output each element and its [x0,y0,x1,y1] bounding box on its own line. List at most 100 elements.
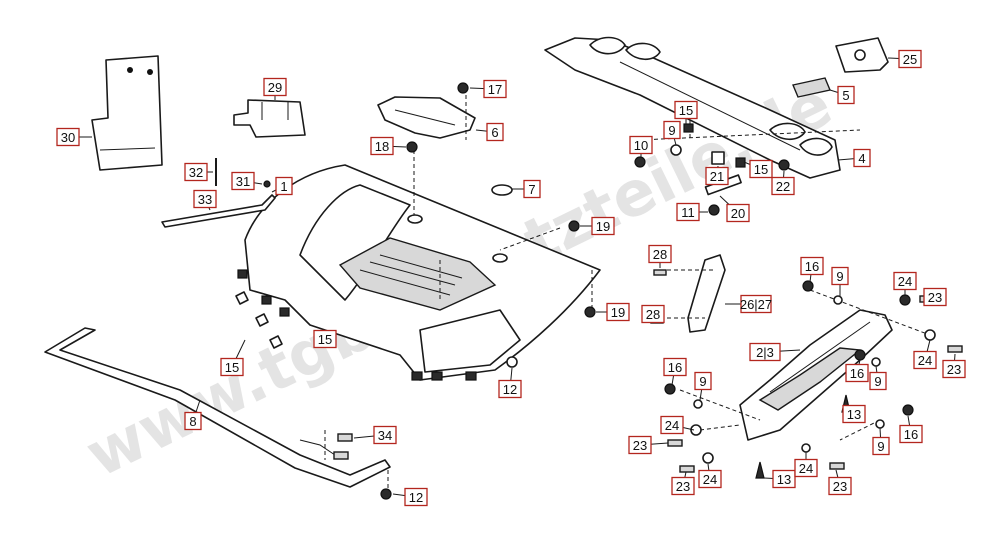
callout-label: 24 [918,353,932,368]
callout-c12b: 12 [392,487,428,507]
callout-label: 21 [710,169,724,184]
callout-label: 15 [225,360,239,375]
callout-c13a: 13 [842,404,866,424]
callout-c13b: 13 [763,469,796,489]
callout-c34: 34 [353,425,397,445]
callout-c20: 20 [719,195,750,223]
callout-label: 13 [847,407,861,422]
callout-label: 19 [611,305,625,320]
callout-c9c: 9 [869,365,887,391]
callout-c24d: 24 [698,463,722,489]
callout-box [800,256,824,276]
callout-label: 24 [665,418,679,433]
callout-label: 10 [634,138,648,153]
callout-box [629,135,653,155]
callout-box [913,350,937,370]
callout-label: 26|27 [740,297,772,312]
callout-c32: 32 [184,162,213,182]
callout-c23a: 23 [923,287,947,307]
callout-box [591,216,615,236]
callout-label: 15 [754,162,768,177]
callout-c19a: 19 [580,216,615,236]
callout-box [749,342,781,362]
callout-c6: 6 [475,122,504,142]
callout-c5: 5 [829,85,855,105]
callout-label: 23 [676,479,690,494]
callout-box [771,176,795,196]
callout-label: 23 [633,438,647,453]
callout-label: 9 [668,123,675,138]
callout-c31: 31 [231,171,263,191]
callout-label: 20 [731,206,745,221]
part-25-license-plate [835,37,889,73]
callout-box [942,359,966,379]
part-29-bracket [233,99,306,138]
callout-c16a: 16 [800,256,824,283]
callout-box [523,179,541,199]
part-33-rod [161,194,276,228]
callout-c10: 10 [629,135,653,157]
callout-c15b: 15 [743,159,773,179]
callout-label: 9 [836,269,843,284]
callout-box [184,162,208,182]
callout-c23e: 23 [828,469,852,496]
callout-c22: 22 [771,170,795,196]
callout-label: 6 [491,125,498,140]
callout-label: 13 [777,472,791,487]
callout-c29: 29 [263,77,287,100]
callout-box [842,404,866,424]
callout-box [676,202,700,222]
callout-box [606,302,630,322]
callout-c15d: 15 [220,339,246,377]
callout-label: 18 [375,139,389,154]
part-8-frame-rail [44,327,391,488]
callout-box [794,458,818,478]
callout-label: 24 [898,274,912,289]
callout-label: 15 [679,103,693,118]
callout-c19b: 19 [596,302,630,322]
callout-box [370,136,394,156]
callout-label: 11 [681,205,695,220]
part-1-rear-fender [237,164,601,381]
callout-c2-3: 2|3 [749,342,801,362]
callout-c21: 21 [705,165,729,186]
callout-box [831,266,849,286]
callout-box [313,329,337,349]
callout-label: 5 [842,88,849,103]
callout-box [749,159,773,179]
callout-label: 1 [280,179,287,194]
callout-label: 16 [850,366,864,381]
callout-label: 31 [236,174,250,189]
callout-box [923,287,947,307]
part-30-cover-plate [91,55,163,171]
callout-box [828,476,852,496]
callout-box [275,176,293,196]
callout-c30: 30 [56,127,92,147]
callout-label: 16 [904,427,918,442]
callout-label: 33 [198,192,212,207]
callout-label: 9 [874,374,881,389]
callout-box [853,148,871,168]
callout-c24a: 24 [893,271,917,295]
callout-box [404,487,428,507]
callout-label: 12 [503,382,517,397]
callout-box [726,203,750,223]
callout-c23b: 23 [942,353,966,379]
callout-label: 30 [61,130,75,145]
part-2-3-side-guard [739,309,893,441]
callout-label: 22 [776,179,790,194]
callout-box [628,435,652,455]
callout-label: 34 [378,428,392,443]
callout-c17: 17 [469,79,507,99]
callout-label: 24 [703,472,717,487]
callout-label: 28 [653,247,667,262]
callout-label: 25 [903,52,917,67]
callout-label: 2|3 [756,345,774,360]
callout-box [193,189,217,209]
callout-box [772,469,796,489]
callout-box [694,371,712,391]
callout-label: 19 [596,219,610,234]
callout-box [663,357,687,377]
callout-box [845,363,869,383]
hardware-fasteners [235,82,963,500]
